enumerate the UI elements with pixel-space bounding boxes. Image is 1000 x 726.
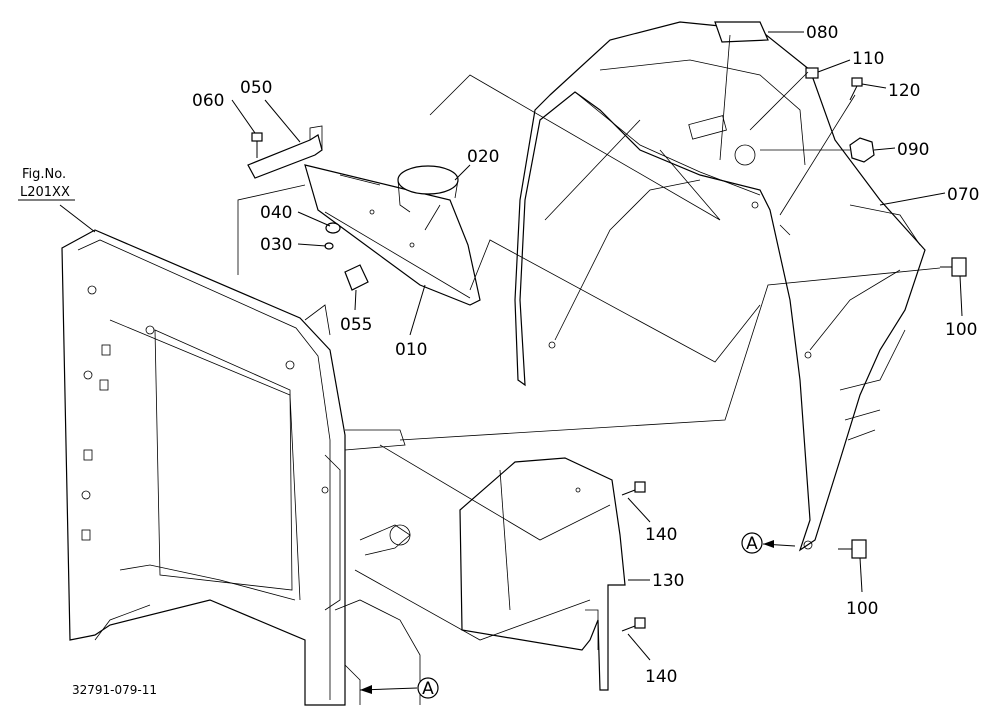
callout-060: 060: [192, 91, 224, 111]
view-a-marker-lower: A: [359, 677, 439, 699]
frame-panel: [61, 229, 421, 706]
callout-120: 120: [888, 81, 920, 101]
view-a-marker-upper: A: [741, 532, 796, 554]
callout-010: 010: [395, 340, 427, 360]
bolt-100-upper: [940, 257, 967, 277]
callout-100-lower: 100: [846, 599, 878, 619]
bolt-140-upper: [621, 481, 646, 496]
pad-055: [344, 264, 369, 291]
callout-140-upper: 140: [645, 525, 677, 545]
callout-090: 090: [897, 140, 929, 160]
grommet-090: [849, 137, 875, 163]
leader-lines: [18, 31, 963, 661]
callout-140-lower: 140: [645, 667, 677, 687]
assembly-guide-lines: [237, 34, 941, 641]
callout-030: 030: [260, 235, 292, 255]
nut-030: [324, 242, 334, 250]
figure-ref-label: Fig.No.: [22, 167, 66, 182]
view-a-label-lower: A: [422, 679, 434, 699]
washer-040: [325, 222, 341, 234]
callout-070: 070: [947, 185, 979, 205]
bolt-140-lower: [621, 617, 646, 632]
bolt-060: [251, 132, 263, 158]
callout-055: 055: [340, 315, 372, 335]
pipe-020: [397, 165, 459, 213]
cap-080: [714, 21, 769, 43]
shield-130: [459, 457, 626, 691]
callout-100-upper: 100: [945, 320, 977, 340]
callout-040: 040: [260, 203, 292, 223]
callout-020: 020: [467, 147, 499, 167]
callout-080: 080: [806, 23, 838, 43]
screw-120: [849, 77, 863, 101]
bracket-050: [247, 125, 323, 179]
callout-130: 130: [652, 571, 684, 591]
callout-050: 050: [240, 78, 272, 98]
bolt-110: [805, 67, 819, 79]
view-a-label-upper: A: [746, 534, 758, 554]
callout-110: 110: [852, 49, 884, 69]
bolt-100-lower: [838, 539, 867, 559]
drawing-number: 32791-079-11: [72, 683, 157, 697]
figure-ref-code: L201XX: [20, 185, 70, 200]
